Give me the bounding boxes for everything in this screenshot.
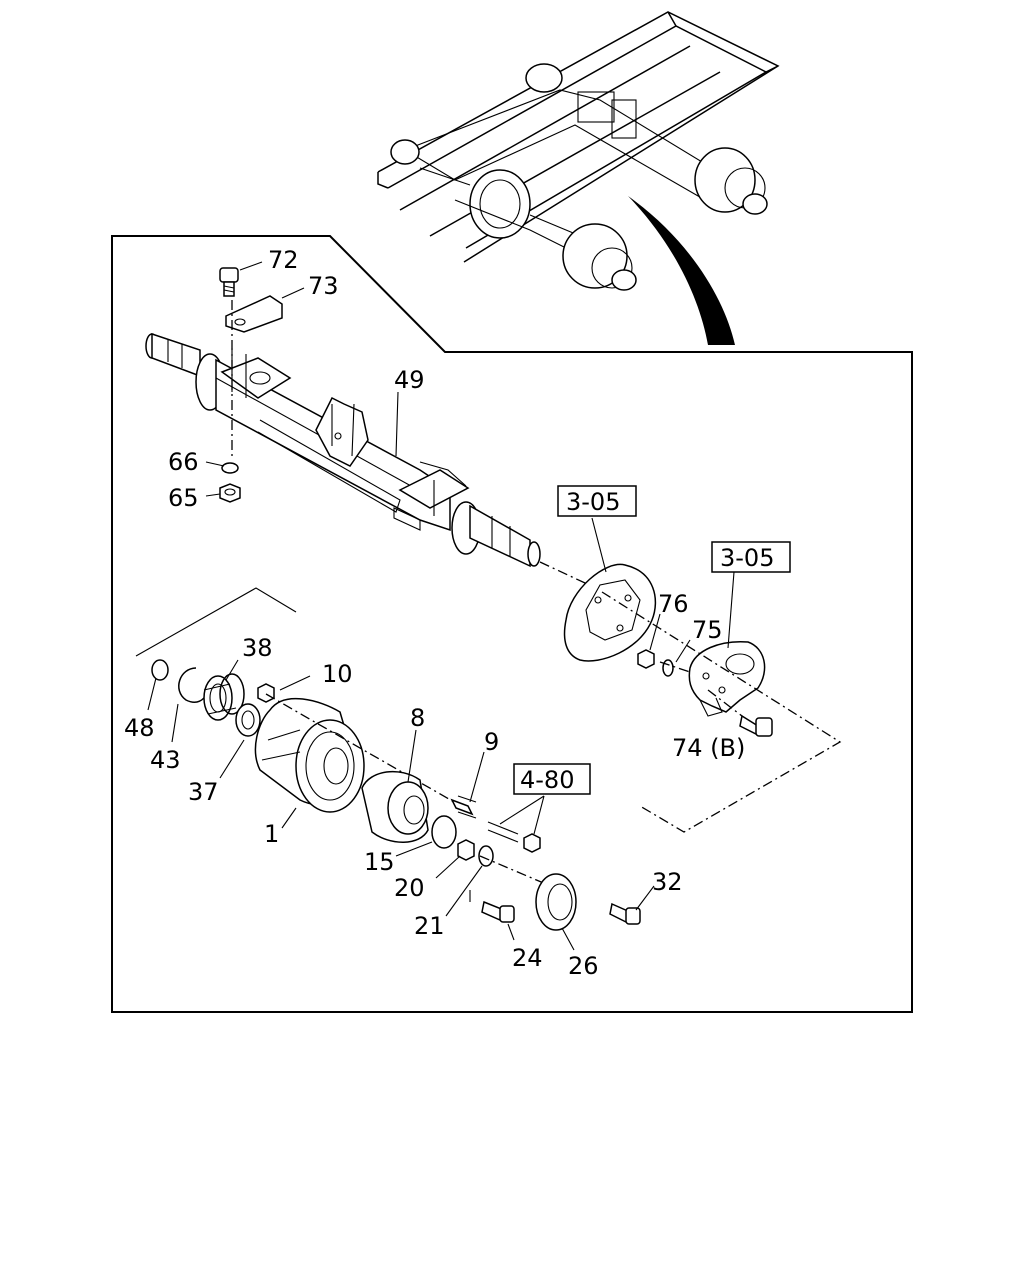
callout-20: 20 bbox=[394, 874, 425, 902]
washer-75 bbox=[662, 659, 674, 677]
callout-65: 65 bbox=[168, 484, 199, 512]
callout-32: 32 bbox=[652, 868, 683, 896]
callout-76: 76 bbox=[658, 590, 689, 618]
detail-frame bbox=[111, 235, 913, 1013]
callout-24: 24 bbox=[512, 944, 543, 972]
reference-3-05-anchor-bracket[interactable]: 3-05 bbox=[711, 541, 791, 573]
bolt-74 bbox=[739, 714, 773, 737]
callout-8: 8 bbox=[410, 704, 425, 732]
nut-65 bbox=[219, 483, 241, 503]
nut-10 bbox=[257, 683, 275, 703]
callout-26: 26 bbox=[568, 952, 599, 980]
reference-3-05-backing-plate[interactable]: 3-05 bbox=[557, 485, 637, 517]
svg-text:3-05: 3-05 bbox=[720, 544, 774, 572]
callout-labels: 72 73 49 66 65 76 75 74 (B) 38 10 48 43 … bbox=[124, 246, 745, 980]
callout-21: 21 bbox=[414, 912, 445, 940]
hub-8 bbox=[361, 770, 429, 843]
hub-bolt-9 bbox=[450, 795, 477, 819]
svg-text:4-80: 4-80 bbox=[520, 766, 574, 794]
oil-seal-38 bbox=[203, 673, 245, 721]
callout-73: 73 bbox=[308, 272, 339, 300]
bolt-72 bbox=[219, 267, 239, 297]
backing-plate bbox=[563, 563, 657, 662]
leader-lines bbox=[147, 261, 735, 951]
callout-43: 43 bbox=[150, 746, 181, 774]
callout-74: 74 (B) bbox=[672, 734, 745, 762]
stud-4-80 bbox=[487, 821, 541, 853]
axle-beam bbox=[145, 332, 541, 568]
washer-21 bbox=[478, 845, 494, 867]
reference-4-80-stud[interactable]: 4-80 bbox=[513, 763, 591, 795]
bolt-32 bbox=[609, 902, 641, 925]
brake-drum-1 bbox=[254, 697, 365, 813]
bearing-37 bbox=[235, 703, 261, 737]
callout-48: 48 bbox=[124, 714, 155, 742]
chassis-overview bbox=[377, 11, 780, 291]
callout-38: 38 bbox=[242, 634, 273, 662]
detail-pointer bbox=[628, 196, 735, 345]
callout-75: 75 bbox=[692, 616, 723, 644]
svg-text:3-05: 3-05 bbox=[566, 488, 620, 516]
seal-48 bbox=[151, 659, 169, 681]
callout-9: 9 bbox=[484, 728, 499, 756]
callout-66: 66 bbox=[168, 448, 199, 476]
callout-1: 1 bbox=[264, 820, 279, 848]
bolt-24 bbox=[469, 890, 515, 923]
callout-10: 10 bbox=[322, 660, 353, 688]
washer-66 bbox=[221, 462, 239, 474]
nut-20 bbox=[457, 839, 475, 861]
reference-boxes: 3-05 3-05 4-80 bbox=[513, 485, 791, 795]
callout-49: 49 bbox=[394, 366, 425, 394]
bearing-15 bbox=[431, 815, 457, 849]
snap-ring-43 bbox=[178, 667, 205, 703]
callout-37: 37 bbox=[188, 778, 219, 806]
hub-cap-26 bbox=[535, 873, 577, 931]
nut-76 bbox=[637, 649, 655, 669]
callout-15: 15 bbox=[364, 848, 395, 876]
callout-72: 72 bbox=[268, 246, 299, 274]
plate-73 bbox=[225, 295, 283, 333]
